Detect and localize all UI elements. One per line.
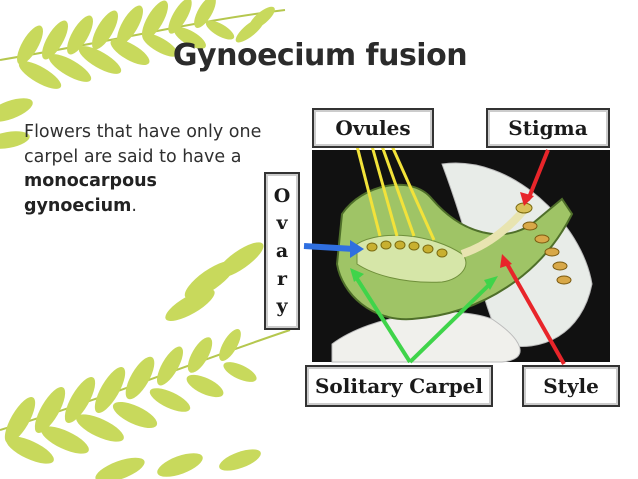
ovary-label: O v a r y	[264, 172, 300, 330]
ovary-letter: y	[276, 295, 288, 318]
ovary-letter: O	[273, 184, 291, 207]
stigma-label: Stigma	[486, 108, 610, 148]
solitary-carpel-label: Solitary Carpel	[305, 365, 493, 407]
ovules-label: Ovules	[312, 108, 434, 148]
slide-body-text: Flowers that have only one carpel are sa…	[24, 120, 274, 218]
slide-title: Gynoecium fusion	[172, 38, 468, 73]
ovary-letter: a	[275, 239, 289, 262]
body-text-term: monocarpous gynoecium	[24, 171, 157, 216]
carpel-diagram-image	[303, 145, 610, 365]
body-text-intro: Flowers that have only one carpel are sa…	[24, 122, 262, 167]
body-text-end: .	[131, 195, 137, 216]
ovary-letter: r	[276, 267, 287, 290]
style-label: Style	[522, 365, 620, 407]
ovary-letter: v	[276, 212, 288, 235]
